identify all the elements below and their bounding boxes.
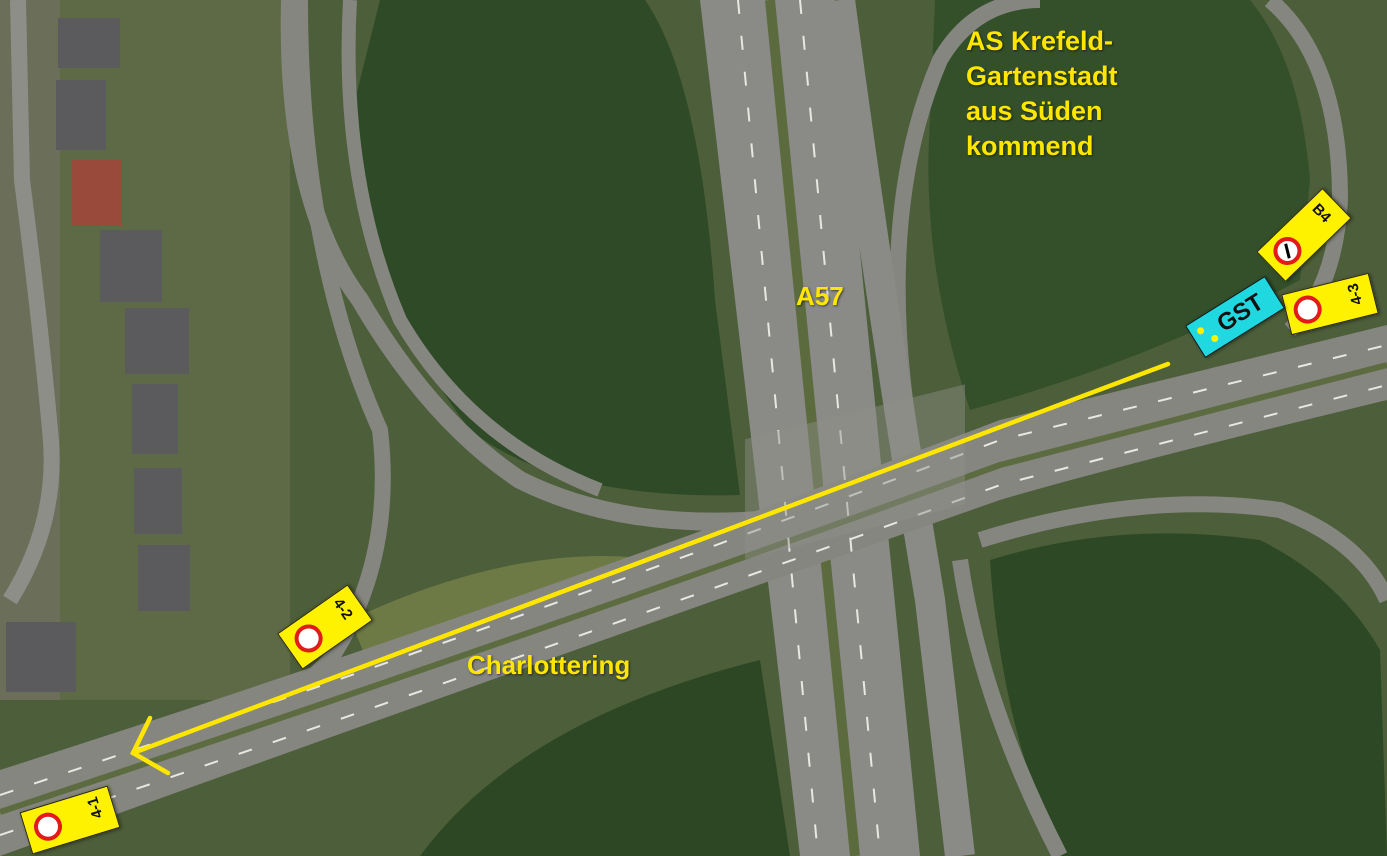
houses (6, 18, 190, 692)
charlottering-road (0, 325, 1387, 856)
residential-street (3, 0, 60, 605)
loop-ramp-upper-left-outer (341, 0, 603, 497)
title-line-2: Gartenstadt (966, 61, 1118, 91)
title-line-4: kommend (966, 131, 1094, 161)
bridge (745, 384, 965, 560)
route-arrow (130, 361, 1171, 776)
a57-shoulder-right (825, 0, 975, 856)
forest-lower-middle (420, 660, 790, 856)
title-line-3: aus Süden (966, 96, 1103, 126)
gst-dot-icon (1209, 333, 1220, 344)
a57-median (765, 0, 860, 856)
prohibition-circle-icon (289, 618, 329, 658)
ring-road-label: Charlottering (467, 650, 631, 680)
sign-b4-label: B4 (1308, 200, 1335, 227)
sign-4-1-label: 4-1 (84, 794, 107, 821)
gst-dot-icon (1195, 326, 1206, 336)
forest-upper-left (350, 0, 740, 496)
prohibition-circle-icon (30, 809, 66, 845)
forest-lower-right (990, 533, 1387, 856)
loop-ramp-lower-right (977, 496, 1387, 604)
sign-4-3-label: 4-3 (1344, 281, 1367, 307)
prohibition-circle-icon (1290, 292, 1325, 327)
ramp-lower-right-down (952, 558, 1068, 856)
junction-title: AS Krefeld- Gartenstadt aus Süden kommen… (966, 24, 1118, 164)
charlottering-median (0, 362, 1387, 815)
title-line-1: AS Krefeld- (966, 26, 1114, 56)
sign-4-2-label: 4-2 (329, 595, 357, 623)
highway-label: A57 (796, 281, 844, 311)
no-entry-sign-icon (1267, 231, 1308, 271)
